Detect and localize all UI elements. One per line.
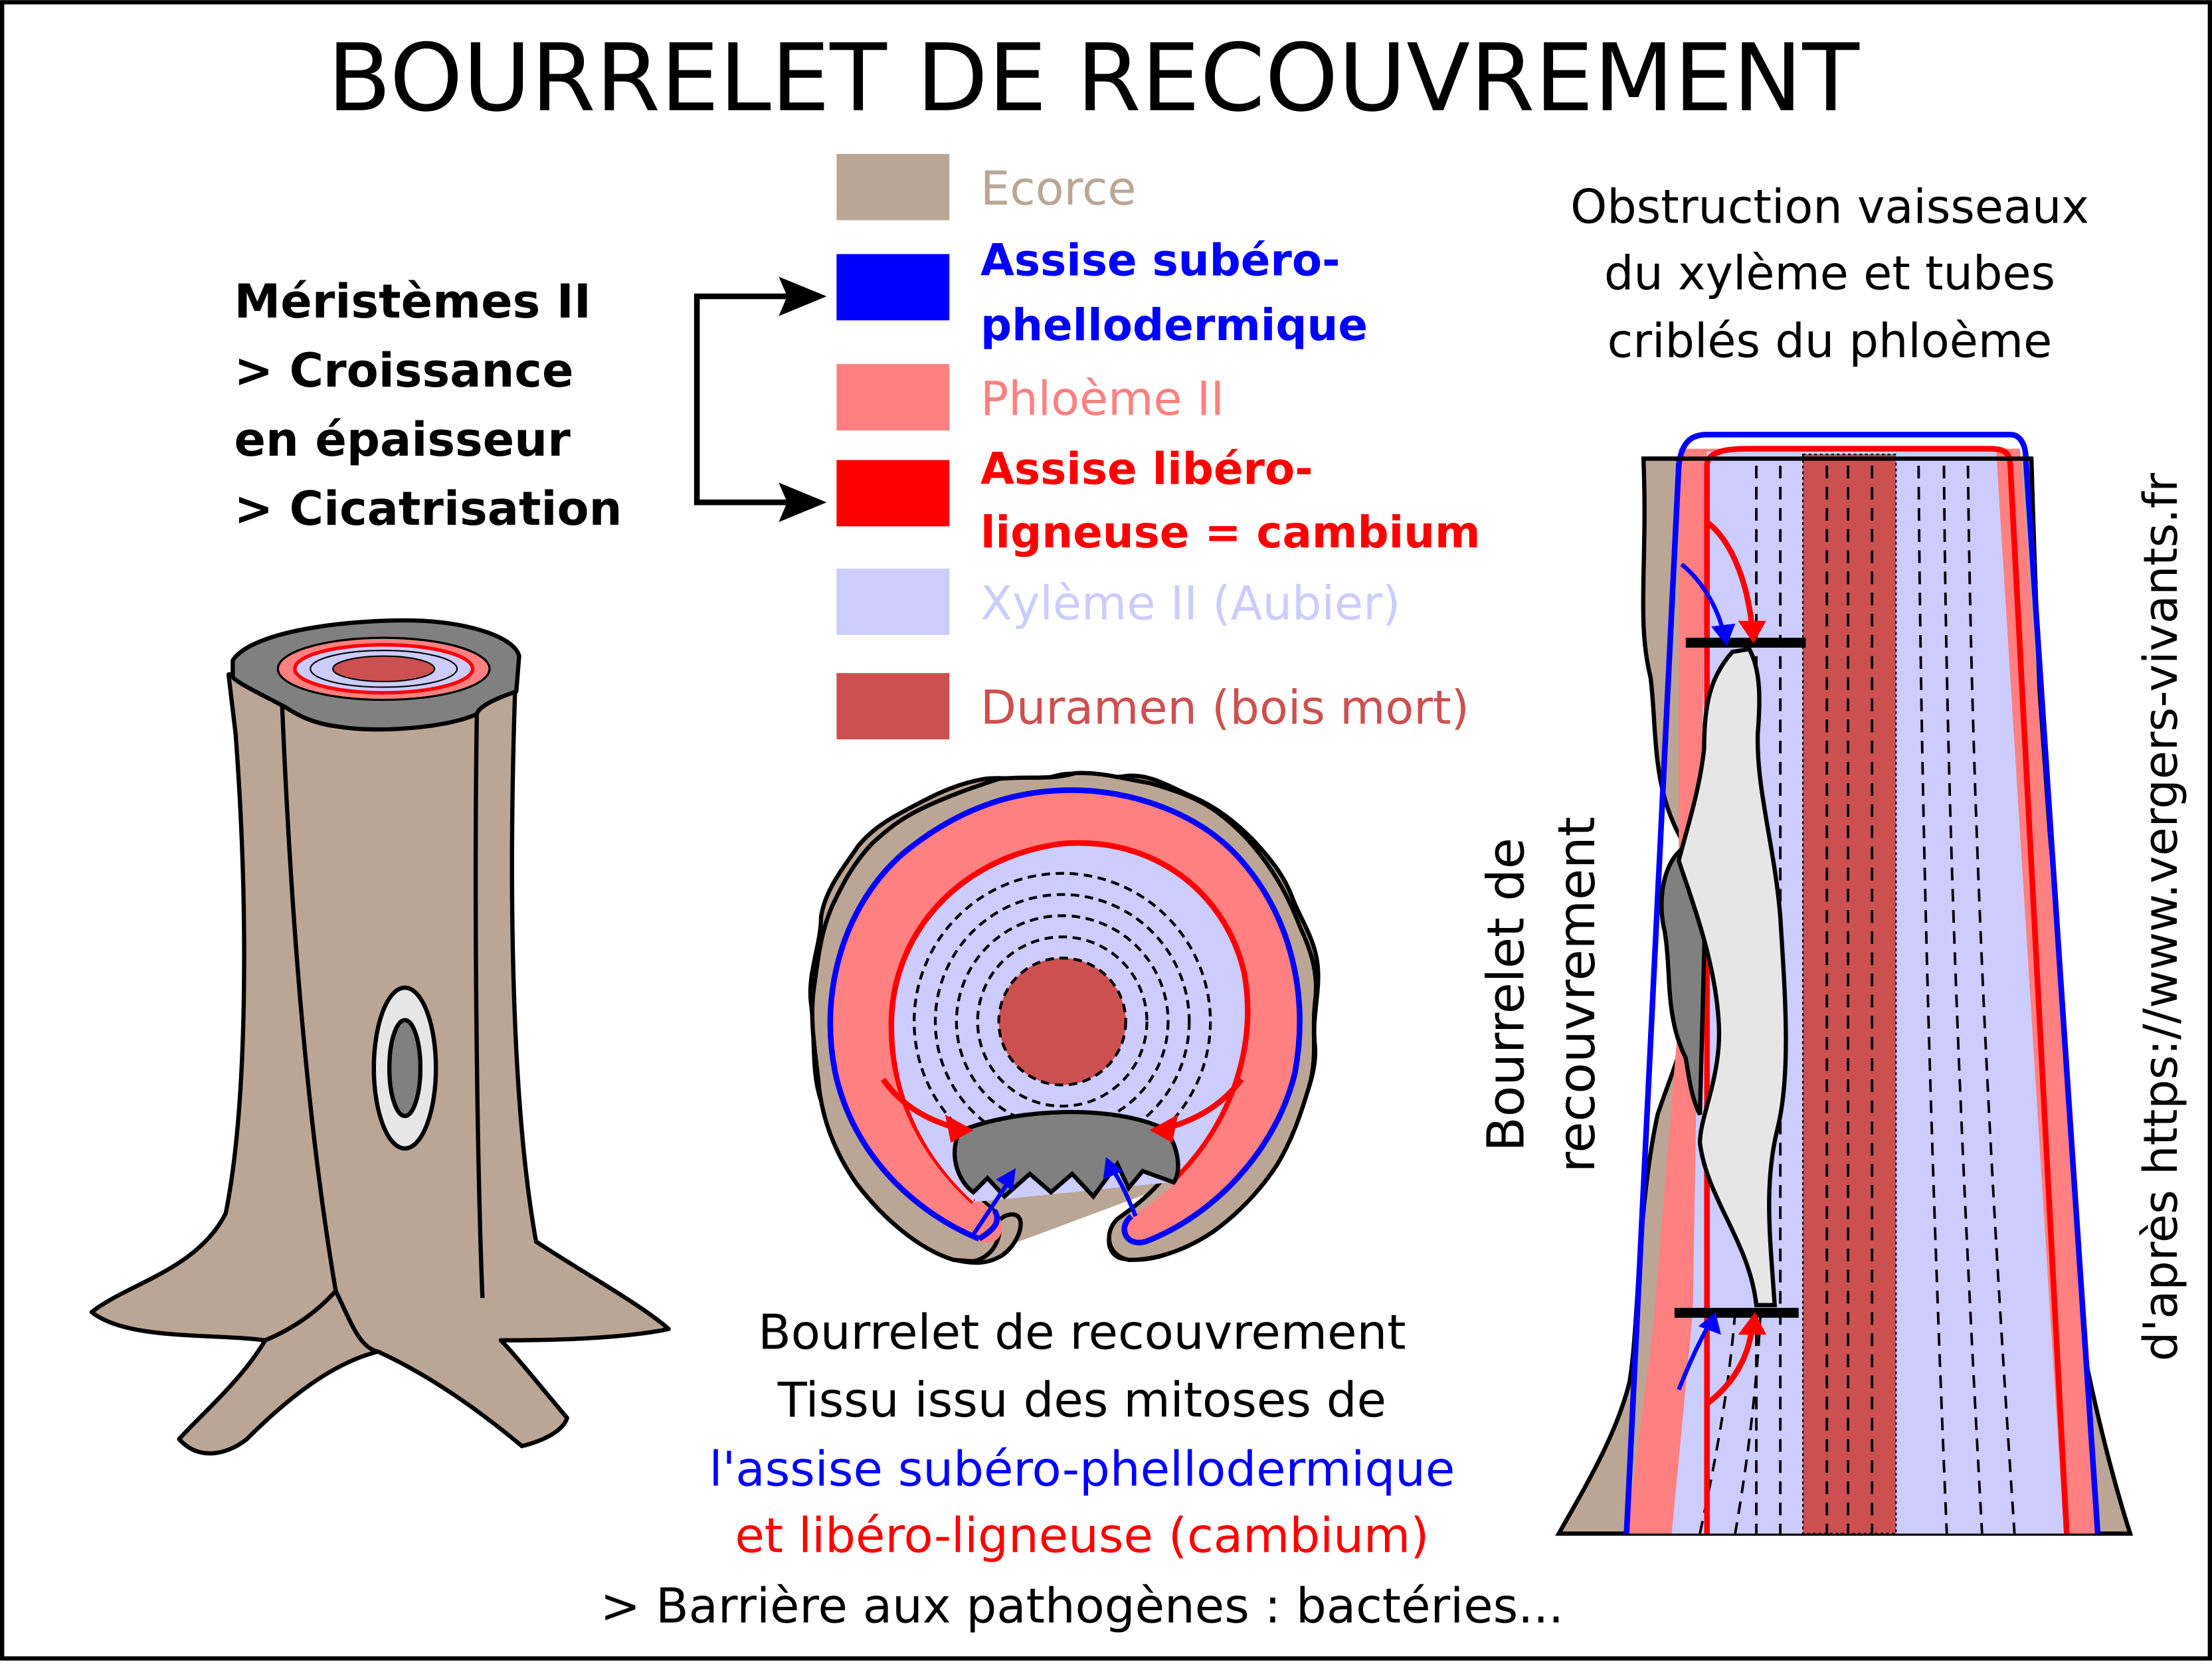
stump-ring-xylem xyxy=(310,650,458,688)
long-arrowhead-blue-bottom xyxy=(1698,1312,1721,1335)
legend-swatch-cambium xyxy=(836,460,950,527)
legend-swatch-subero xyxy=(836,254,950,321)
arrow-head-cambium xyxy=(779,482,827,522)
obstruction-line-2: du xylème et tubes xyxy=(1604,246,2055,301)
longitudinal-section xyxy=(1555,432,2134,1536)
stump-wound-core xyxy=(387,1018,423,1119)
long-heartwood xyxy=(1802,453,1897,1534)
meristemes-block: Méristèmes II > Croissance en épaisseur … xyxy=(234,274,622,536)
stump-root-joint xyxy=(264,1289,337,1342)
legend-label-cambium-1: Assise libéro- xyxy=(980,444,1313,495)
legend-swatch-xyleme xyxy=(836,569,950,635)
legend-swatch-phloeme xyxy=(836,364,950,430)
caption-line-2: Tissu issu des mitoses de xyxy=(777,1372,1386,1428)
meristemes-line-2: > Croissance xyxy=(234,343,574,398)
meristemes-line-4: > Cicatrisation xyxy=(234,482,622,536)
legend-label-subero-1: Assise subéro- xyxy=(980,234,1340,286)
legend-label-phloeme: Phloème II xyxy=(980,372,1224,426)
meristemes-line-1: Méristèmes II xyxy=(234,274,591,329)
legend-label-cambium-2: ligneuse = cambium xyxy=(980,507,1481,558)
bracket-line xyxy=(693,293,818,506)
long-callus xyxy=(1676,646,1788,1307)
stump-fissure-right xyxy=(473,713,485,1299)
bracket-arrows xyxy=(693,276,827,522)
caption-line-4: et libéro-ligneuse (cambium) xyxy=(735,1508,1429,1564)
stump-fissure-left xyxy=(280,705,379,1354)
obstruction-line-1: Obstruction vaisseaux xyxy=(1570,180,2089,234)
long-arrow-red-bottom xyxy=(1705,1326,1755,1406)
legend-label-xyleme: Xylème II (Aubier) xyxy=(980,577,1400,631)
section-blue-arrowhead-right xyxy=(1103,1156,1123,1180)
long-arrowhead-red-bottom xyxy=(1738,1312,1766,1335)
obstruction-label: Obstruction vaisseaux du xylème et tubes… xyxy=(1570,180,2089,369)
long-arrow-red-top xyxy=(1705,519,1755,630)
legend-label-subero-2: phellodermique xyxy=(980,300,1368,351)
section-subero-line xyxy=(827,787,1303,1246)
long-arrowhead-blue-top xyxy=(1711,623,1736,646)
caption-line-3: l'assise subéro-phellodermique xyxy=(709,1441,1455,1497)
source-credit: d'après https://www.vergers-vivants.fr xyxy=(2134,473,2188,1362)
legend: Ecorce Assise subéro- phellodermique Phl… xyxy=(836,153,1481,740)
section-heartwood xyxy=(997,957,1127,1087)
legend-swatch-duramen xyxy=(836,673,950,740)
section-red-arrowhead-right xyxy=(1149,1114,1178,1143)
cross-section xyxy=(808,771,1321,1265)
tree-stump xyxy=(89,618,671,1456)
caption-line-1: Bourrelet de recouvrement xyxy=(758,1305,1406,1360)
long-arrowhead-red-top xyxy=(1738,620,1766,644)
page-title: BOURRELET DE RECOUVREMENT xyxy=(327,25,1861,133)
section-red-arrowhead-left xyxy=(945,1114,974,1143)
vertical-bourrelet-label: Bourrelet de recouvrement xyxy=(1477,816,1607,1172)
arrow-head-subero xyxy=(779,276,827,316)
caption: Bourrelet de recouvrement Tissu issu des… xyxy=(600,1305,1564,1634)
long-barrier-bottom xyxy=(1674,1307,1799,1318)
vertical-label-line-2: recouvrement xyxy=(1548,816,1607,1172)
meristemes-line-3: en épaisseur xyxy=(234,413,571,467)
obstruction-line-3: criblés du phloème xyxy=(1608,314,2053,368)
legend-label-duramen: Duramen (bois mort) xyxy=(980,681,1469,735)
section-blue-arrowhead-left xyxy=(996,1168,1016,1191)
legend-swatch-ecorce xyxy=(836,153,950,221)
long-subero-outline xyxy=(1623,432,2101,1534)
long-barrier-top xyxy=(1685,638,1806,648)
stump-ring-heartwood xyxy=(332,655,436,683)
caption-line-5: > Barrière aux pathogènes : bactéries... xyxy=(600,1578,1564,1634)
legend-label-ecorce: Ecorce xyxy=(980,161,1137,216)
section-subero-inner xyxy=(977,1209,1000,1242)
vertical-label-line-1: Bourrelet de xyxy=(1477,838,1536,1152)
